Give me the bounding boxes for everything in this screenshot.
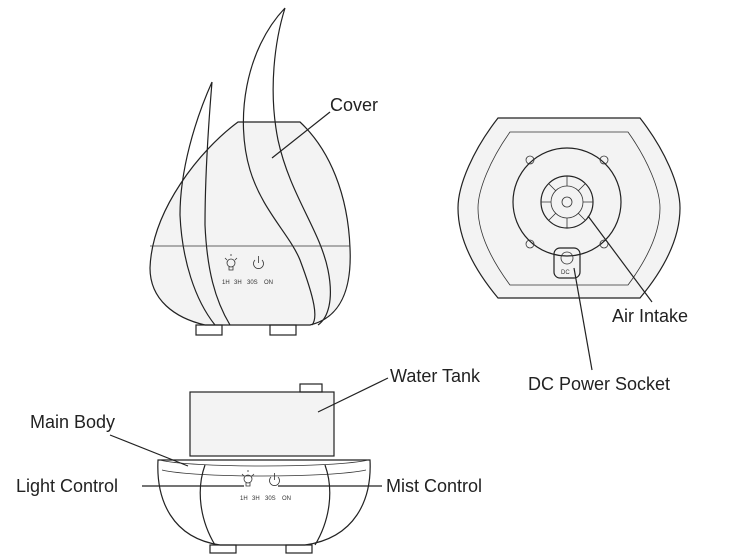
front-view: 1H 3H 30S ON Cover (149, 7, 378, 336)
top-view: DC Air Intake DC Power Socket (457, 117, 688, 394)
screw-icon (525, 155, 535, 165)
cover-leader-line (271, 111, 331, 159)
foot-left (209, 544, 237, 554)
flame-right (242, 7, 331, 326)
water-tank-shape (189, 391, 335, 457)
timer-label-30s: 30S (265, 496, 276, 502)
power-icon (253, 256, 264, 269)
dc-power-socket-label: DC Power Socket (528, 374, 670, 394)
dc-socket-housing (553, 247, 581, 279)
dc-socket-leader-line (573, 267, 593, 371)
timer-label-1h: 1H (222, 280, 230, 286)
timer-label-1h: 1H (240, 496, 248, 502)
main-body-label: Main Body (30, 412, 115, 432)
screw-icon (525, 239, 535, 249)
foot-right (285, 544, 313, 554)
dc-socket-icon (560, 251, 574, 265)
foot-right (269, 324, 297, 336)
front-panel (199, 464, 331, 546)
tank-handle (299, 383, 323, 393)
flame-left (179, 81, 231, 326)
light-bulb-icon (241, 470, 255, 487)
front-body-outline (149, 121, 351, 326)
timer-label-on: ON (282, 496, 291, 502)
main-body-top-band (159, 459, 369, 477)
screw-icon (599, 239, 609, 249)
base-plate (512, 147, 622, 257)
main-body-leader-line (109, 434, 189, 467)
side-view: 1H 3H 30S ON Water Tank Main Body Light … (16, 366, 482, 554)
foot-left (195, 324, 223, 336)
air-intake-label: Air Intake (612, 306, 688, 326)
timer-label-3h: 3H (252, 496, 260, 502)
screw-icon (599, 155, 609, 165)
mist-control-label: Mist Control (386, 476, 482, 496)
timer-label-on: ON (264, 280, 273, 286)
light-bulb-icon (224, 254, 238, 271)
top-body-outline (457, 117, 681, 299)
water-tank-leader-line (317, 377, 389, 413)
dc-socket-mark: DC (561, 270, 570, 276)
main-body-outline (157, 459, 371, 546)
top-body-rim (477, 131, 661, 286)
timer-label-30s: 30S (247, 280, 258, 286)
timer-label-3h: 3H (234, 280, 242, 286)
air-intake-leader-line (587, 215, 653, 303)
cover-label: Cover (330, 95, 378, 115)
water-tank-label: Water Tank (390, 366, 481, 386)
light-control-label: Light Control (16, 476, 118, 496)
power-icon (269, 473, 280, 486)
